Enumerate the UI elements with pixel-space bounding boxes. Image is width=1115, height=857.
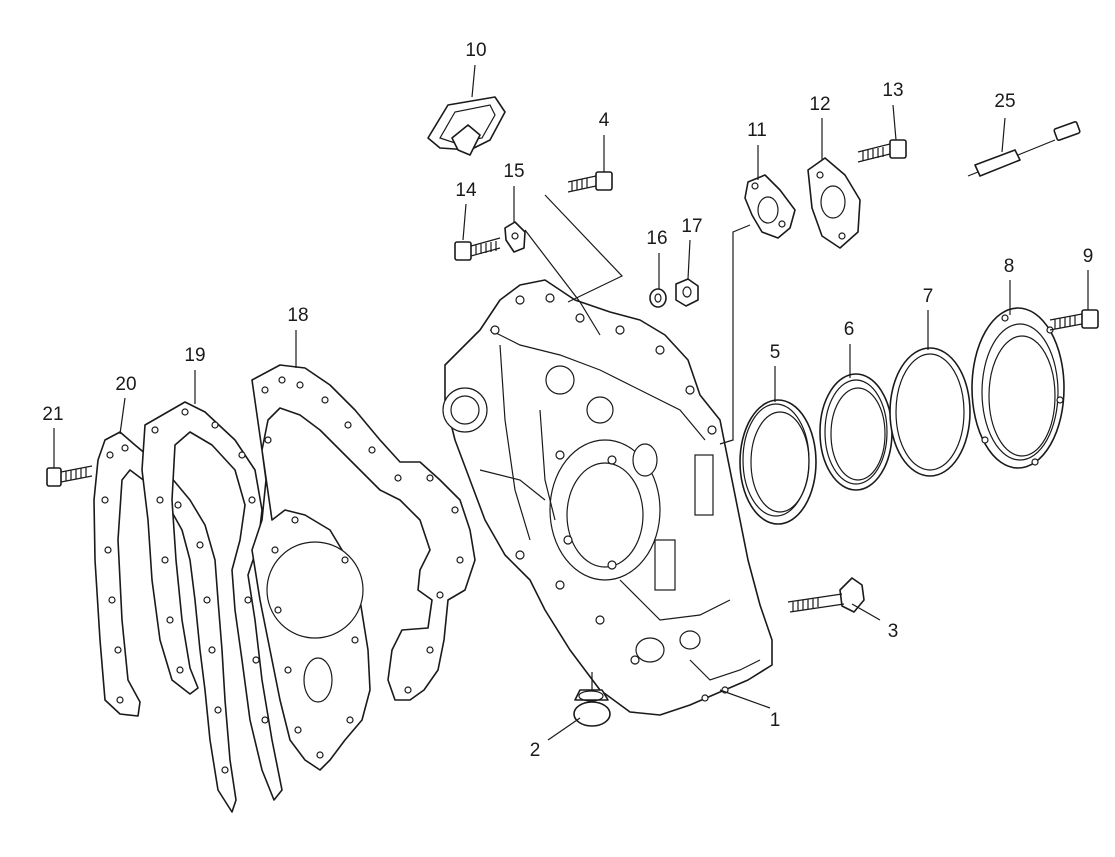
callout-7: 7 (923, 286, 934, 307)
callout-1: 1 (770, 710, 781, 731)
part-8-cover (971, 307, 1065, 469)
callout-18: 18 (287, 305, 308, 326)
callout-5: 5 (770, 342, 781, 363)
part-3-bolt (787, 577, 865, 613)
callout-3: 3 (888, 621, 899, 642)
callout-17: 17 (681, 216, 702, 237)
part-14-bolt (454, 237, 501, 261)
part-20-gasket (93, 431, 237, 813)
callout-13: 13 (882, 80, 903, 101)
part-12-flange (807, 157, 861, 249)
callout-9: 9 (1083, 246, 1094, 267)
part-7-o-ring (889, 347, 971, 477)
part-1-housing (442, 279, 773, 716)
callout-2: 2 (530, 740, 541, 761)
part-4-bolt (567, 171, 613, 193)
part-18-gasket (251, 364, 476, 771)
part-17-nut (675, 278, 699, 307)
part-2-plug (573, 689, 611, 727)
callout-14: 14 (455, 180, 477, 201)
callout-11: 11 (747, 120, 767, 141)
callout-20: 20 (115, 374, 136, 395)
part-21-bolt (46, 465, 93, 487)
callout-15: 15 (503, 161, 524, 182)
part-13-bolt (857, 139, 907, 163)
part-6-seal-ring (819, 373, 893, 491)
leader-lines (53, 64, 1089, 741)
callout-16: 16 (646, 228, 667, 249)
part-5-seal (739, 399, 817, 525)
part-11-gasket (744, 174, 796, 239)
part-9-bolt (1049, 309, 1099, 331)
part-16-washer (649, 288, 667, 308)
callout-labels: 10 4 14 15 16 17 11 12 13 25 9 8 7 6 5 1… (42, 40, 1093, 761)
callout-6: 6 (844, 319, 855, 340)
callout-12: 12 (809, 94, 830, 115)
callout-4: 4 (599, 110, 610, 131)
callout-8: 8 (1004, 256, 1015, 277)
part-10-clip (427, 96, 506, 156)
callout-25: 25 (994, 91, 1015, 112)
callout-19: 19 (184, 345, 205, 366)
part-25-sensor (967, 121, 1081, 177)
callout-21: 21 (42, 404, 63, 425)
callout-10: 10 (465, 40, 486, 61)
part-15-washer (504, 221, 526, 253)
